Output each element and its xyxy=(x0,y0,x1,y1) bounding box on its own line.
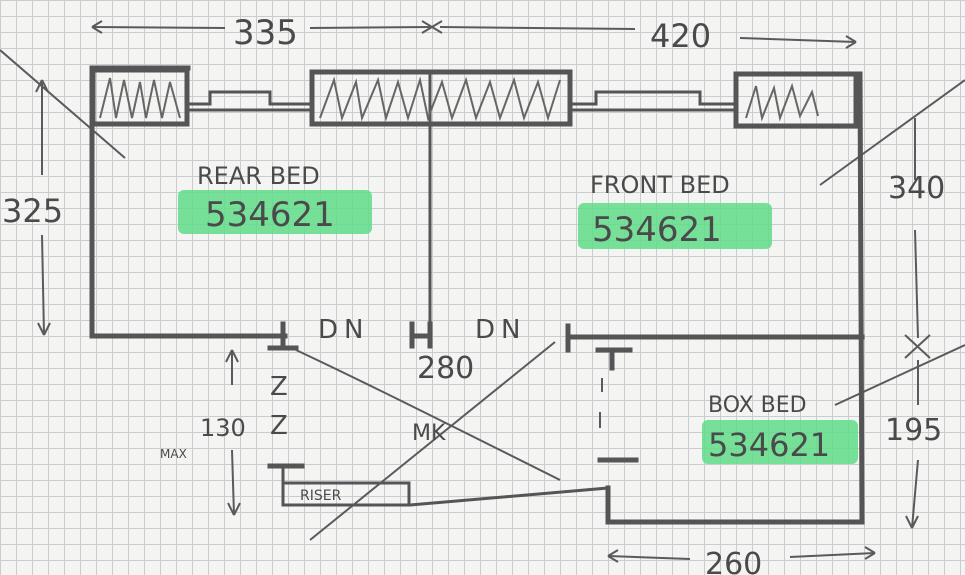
window-middle xyxy=(309,69,573,127)
highlight-rear xyxy=(178,190,372,234)
room-front-size: 534621 xyxy=(592,210,722,250)
dim-right-lower: 195 xyxy=(885,413,942,448)
bottom-dimension-line xyxy=(607,546,876,563)
room-front-bed: FRONT BED 534621 xyxy=(578,171,772,250)
stair-mark-1: Z xyxy=(270,372,288,402)
stair-mark-2: Z xyxy=(270,411,288,441)
dim-door-gap: 280 xyxy=(417,351,474,386)
room-box-name: BOX BED xyxy=(708,393,807,418)
dim-landing: 130 xyxy=(200,414,246,442)
highlight-front xyxy=(578,203,772,249)
annotation-strokes xyxy=(0,49,965,406)
dim-left-height: 325 xyxy=(2,192,63,230)
dim-bottom-width: 260 xyxy=(705,547,762,575)
dim-landing-max: MAX xyxy=(160,447,187,461)
top-dimension-lines xyxy=(91,20,857,49)
left-dimension-line xyxy=(35,79,51,336)
landing-note: MK xyxy=(412,421,446,446)
dn-label-left: DN xyxy=(318,315,369,345)
dim-right-upper: 340 xyxy=(888,171,945,206)
room-front-name: FRONT BED xyxy=(590,171,730,199)
room-rear-bed: REAR BED 534621 xyxy=(178,162,372,235)
door-jambs xyxy=(267,321,639,469)
room-box-bed: BOX BED 534621 xyxy=(702,393,858,464)
highlight-box xyxy=(702,420,858,464)
room-rear-name: REAR BED xyxy=(197,162,320,190)
landing xyxy=(281,341,609,541)
landing-dimension-line xyxy=(225,349,241,516)
window-front xyxy=(733,71,859,129)
dim-top-right: 420 xyxy=(650,17,711,55)
dim-top-left: 335 xyxy=(233,13,298,53)
room-rear-size: 534621 xyxy=(205,195,335,235)
riser-label: RISER xyxy=(300,488,342,504)
dn-label-right: DN xyxy=(475,315,526,345)
window-rear xyxy=(90,67,190,127)
room-box-size: 534621 xyxy=(708,426,830,464)
